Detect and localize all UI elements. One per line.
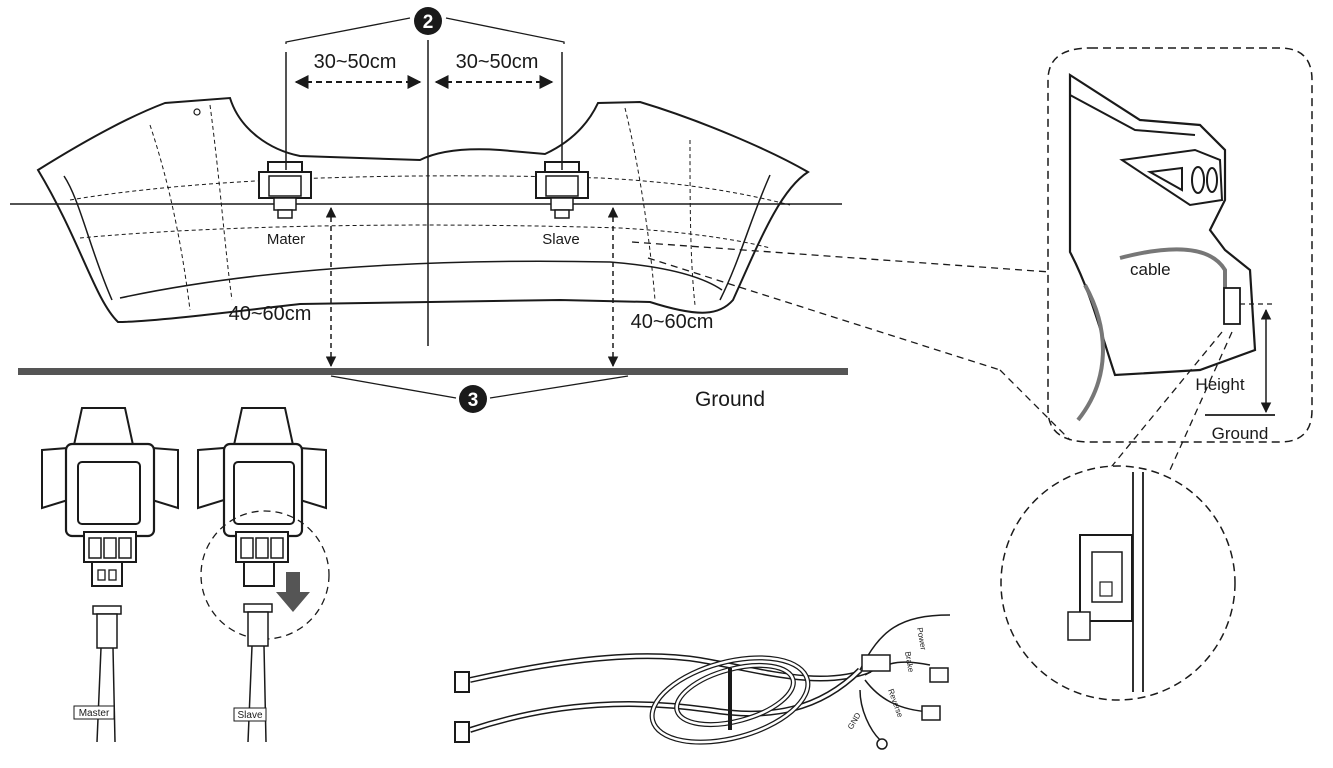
bumper-outline [36, 96, 810, 324]
badge-3-leader-right [489, 375, 629, 399]
slave-sensor-label: Slave [542, 231, 580, 248]
badge-2-number: 2 [423, 12, 434, 33]
master-tag-box [73, 705, 115, 720]
bumper-edge-left [63, 175, 113, 301]
callout-leader-2 [647, 257, 1001, 371]
bumper-diagram: Mater Slave 2 30~50cm 30~50cm 40~60cm 40… [10, 7, 848, 413]
bumper-lower-line [119, 260, 723, 299]
mount-detail-zoom [1000, 465, 1236, 701]
zoom-leader-right [1169, 331, 1233, 471]
ground-bar [18, 368, 848, 375]
badge-3-number: 3 [468, 390, 479, 411]
harness-tag-power: Power [915, 627, 928, 651]
callout-leader-1 [631, 241, 1051, 273]
harness-tag-gnd: GND [846, 711, 863, 731]
zoom-sensor-plug [1067, 611, 1091, 641]
badge-3-leader-left [330, 375, 457, 399]
master-tag-label: Master [79, 708, 110, 719]
harness-tags: Power Brake Reverse GND [846, 627, 928, 731]
spacing-left-label: 30~50cm [314, 51, 397, 73]
side-view-frame [1047, 47, 1313, 443]
slave-tag-box [233, 707, 267, 722]
callout-leader-3 [999, 369, 1071, 441]
wiring-harness [454, 614, 951, 750]
height-left-label: 40~60cm [229, 303, 312, 325]
badge-3 [459, 385, 487, 413]
harness-tag-reverse: Reverse [886, 688, 905, 720]
badge-2-leader-right [445, 17, 565, 44]
bumper-edge-right [719, 174, 771, 301]
cable-path [1119, 247, 1227, 300]
side-ground-label: Ground [1212, 424, 1269, 443]
cable-label: cable [1130, 260, 1171, 279]
tail-light-triangle [1146, 166, 1183, 192]
tail-light-lens-1 [1191, 166, 1205, 194]
tail-light-lens-2 [1206, 167, 1218, 193]
master-connector-detail: Master [41, 407, 179, 743]
harness-tag-brake: Brake [903, 651, 916, 674]
car-rear-outline [1068, 72, 1257, 377]
spacing-right-label: 30~50cm [456, 51, 539, 73]
car-trunk-line [1069, 94, 1196, 136]
height-label: Height [1195, 375, 1244, 394]
badge-2 [414, 7, 442, 35]
side-view-callout: cable Height Ground [1047, 47, 1313, 443]
height-right-label: 40~60cm [631, 311, 714, 333]
bumper-dash-6 [689, 139, 696, 306]
wheel-arch [1076, 284, 1105, 422]
bumper-dash-2 [79, 224, 771, 249]
bumper-bolt [193, 108, 201, 116]
insert-arrow-icon [276, 572, 310, 612]
slave-connector-detail: Slave [197, 407, 330, 743]
badge-2-leader-left [285, 17, 411, 44]
master-sensor-label: Mater [267, 231, 305, 248]
side-sensor [1223, 287, 1241, 325]
slave-tag-label: Slave [237, 710, 262, 721]
bumper-dash-1 [69, 175, 791, 206]
zoom-sensor-latch [1099, 581, 1113, 597]
ground-label: Ground [695, 388, 765, 411]
bumper-dash-4 [209, 104, 233, 301]
